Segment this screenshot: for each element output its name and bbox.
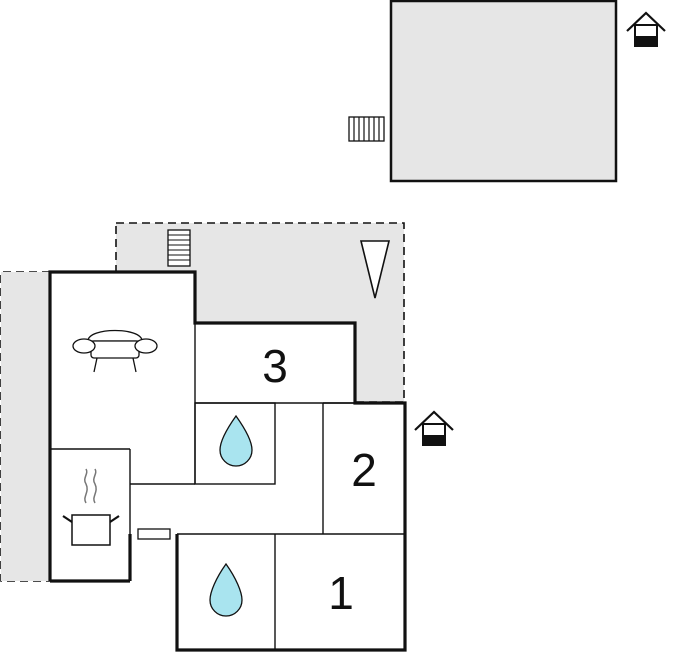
window-icon: [137, 528, 171, 540]
cooking-pot-icon: [62, 468, 120, 546]
exterior-walls: [48, 270, 407, 652]
room-1-label: 1: [328, 567, 354, 619]
room-2-label: 2: [351, 444, 377, 496]
sofa-icon: [72, 329, 158, 373]
room-3-label: 3: [262, 340, 288, 392]
outbuilding: [389, 0, 618, 183]
interior-walls: [50, 323, 405, 650]
stairs-icon: [167, 229, 191, 267]
water-drop-icon: [219, 414, 253, 467]
house-entrance-icon: [626, 11, 666, 47]
water-drop-icon: [209, 562, 243, 617]
compass-north-icon: [359, 240, 391, 299]
radiator-icon: [348, 116, 385, 142]
house-entrance-icon: [414, 410, 454, 446]
